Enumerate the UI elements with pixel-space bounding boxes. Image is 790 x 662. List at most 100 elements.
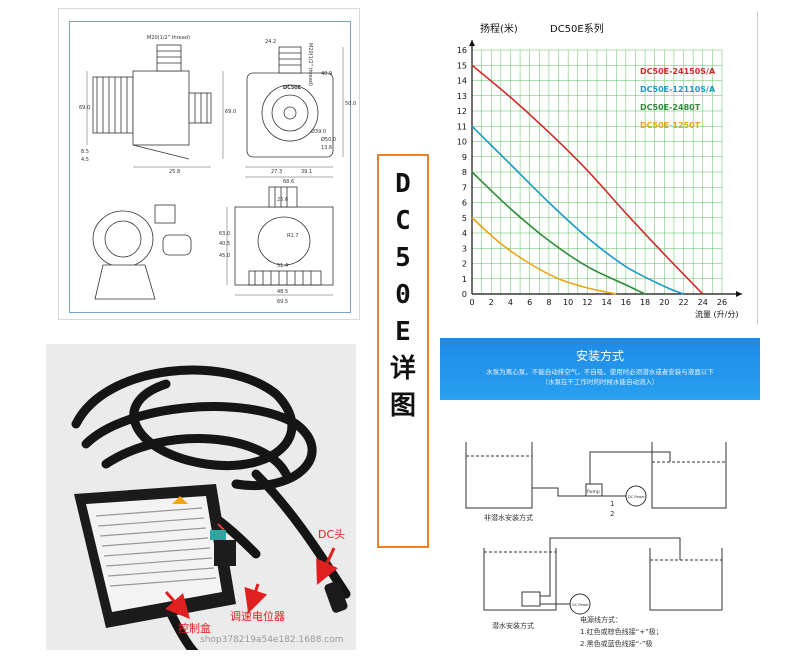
series-line-2 (471, 171, 646, 295)
caption-bottom: 潜水安装方式 (492, 621, 534, 630)
dimension-drawing: M20(1/2" thread) M20(1/2" thread) 69.0 6… (79, 35, 356, 305)
label-control-box: 控制盒 (178, 621, 211, 635)
dim-plan-inner: R1.7 (287, 233, 298, 239)
y-tick-label: 11 (457, 122, 467, 131)
x-tick-label: 26 (717, 298, 727, 307)
x-tick-label: 4 (508, 298, 513, 307)
power-label-bottom: DC Power (572, 603, 589, 607)
install-title: 安装方式 (575, 349, 624, 363)
power-label-top: DC Power (628, 495, 645, 499)
install-banner: 安装方式 水泵为离心泵，不能自动排空气，不自吸，使用时必须潜水或者安装与液面以下… (440, 338, 760, 400)
wire-num-2: 2 (610, 510, 614, 518)
label-dc: DC头 (318, 528, 345, 541)
legend-entry-3: DC50E-1250T (640, 121, 701, 130)
dim-plan-left-1: 40.5 (219, 241, 230, 247)
wire-num-1: 1 (610, 500, 614, 508)
dim-left-3: 8.5 (81, 149, 89, 155)
control-box (74, 484, 236, 628)
x-tick-label: 22 (678, 298, 688, 307)
dim-top-2: 40.9 (321, 71, 332, 77)
x-tick-label: 14 (602, 298, 612, 307)
arrow-dc-plug (316, 547, 338, 585)
dim-right-1: Ø39.0 (311, 128, 326, 135)
legend-entry-2: DC50E-2480T (640, 103, 701, 112)
dim-plan-left-2: 45.0 (219, 253, 230, 259)
series-line-3 (471, 217, 617, 295)
model-label-char: 详 (389, 354, 416, 384)
y-tick-label: 4 (462, 229, 467, 238)
series-line-0 (471, 64, 704, 295)
dim-plan-bottom-3: 48.5 (277, 289, 288, 295)
tank-right-top (651, 442, 727, 509)
y-axis-arrow (469, 40, 475, 46)
dim-front-bottom-2: 39.1 (301, 169, 312, 175)
legend-entry-0: DC50E-24150S/A (640, 67, 716, 76)
pump-3d-body (92, 210, 154, 268)
arrow-potentiometer (244, 583, 268, 614)
model-label-char: 0 (395, 280, 411, 310)
brand-mark: DC50E (283, 85, 302, 91)
install-note-1: 水泵为离心泵，不能自动排空气，不自吸，使用时必须潜水或者安装与液面以下 (486, 368, 714, 376)
potentiometer-knob (210, 523, 236, 566)
chart-xlabel: 流量 (升/分) (695, 309, 738, 319)
dim-front-bottom-1: 27.3 (271, 169, 282, 175)
x-tick-label: 8 (546, 298, 551, 307)
dim-top-1: 24.2 (265, 39, 276, 45)
y-tick-label: 12 (457, 107, 467, 116)
drawing-frame (69, 21, 351, 313)
wiring-line-1: 1.红色或棕色线接“+”极； (580, 627, 663, 636)
wiring-line-2: 2.黑色或蓝色线接“-”极 (580, 639, 652, 648)
series-line-1 (471, 125, 684, 295)
label-potentiometer: 调速电位器 (230, 609, 285, 623)
dim-left-1: 69.0 (225, 109, 236, 115)
pump-top (585, 483, 603, 497)
x-tick-label: 24 (698, 298, 708, 307)
x-tick-label: 18 (640, 298, 650, 307)
installation-panel: 安装方式 水泵为离心泵，不能自动排空气，不自吸，使用时必须潜水或者安装与液面以下… (440, 338, 760, 656)
y-tick-label: 5 (462, 214, 467, 223)
y-tick-label: 6 (462, 199, 467, 208)
x-tick-label: 2 (489, 298, 494, 307)
dim-front-bottom-3: 68.6 (283, 179, 294, 185)
chart-ylabel: 扬程(米) (480, 22, 518, 35)
y-tick-label: 3 (462, 244, 467, 253)
dim-plan-left-3: 63.0 (219, 231, 230, 237)
x-tick-label: 0 (469, 298, 474, 307)
pump-body-plan (234, 206, 334, 286)
pump-label: Pump (587, 489, 600, 495)
pump-body-side (132, 70, 190, 146)
dim-plan-top: 25.6 (277, 197, 288, 203)
install-diagram: 非潜水安装方式 潜水安装方式 Pump DC Power DC Power 1 … (465, 442, 727, 648)
y-tick-label: 16 (457, 46, 467, 55)
watermark: shop378219a54e182.1688.com (200, 635, 344, 645)
outlet-thread-front (278, 46, 302, 74)
y-tick-label: 1 (462, 275, 467, 284)
dim-top-3: 50.0 (345, 101, 356, 107)
x-axis-arrow (736, 291, 742, 297)
caption-top: 非潜水安装方式 (484, 513, 533, 522)
model-label-char: 5 (395, 243, 411, 273)
model-label-char: D (395, 169, 411, 199)
y-tick-label: 0 (462, 290, 467, 299)
y-tick-label: 13 (457, 92, 467, 101)
dim-left-2: 69.0 (79, 105, 90, 111)
dim-right-3: 13.6 (321, 145, 332, 151)
dim-plan-bottom-2: 69.5 (277, 299, 288, 305)
model-label-char: 图 (389, 391, 416, 421)
x-tick-label: 12 (582, 298, 592, 307)
arrow-control-box (164, 591, 190, 619)
dim-left-4: 4.5 (81, 157, 89, 163)
y-tick-label: 9 (462, 153, 467, 162)
y-tick-label: 15 (457, 61, 467, 70)
motor-fins-side (92, 76, 134, 134)
outlet-thread-side (156, 44, 182, 72)
dim-left-5: 25.8 (169, 169, 180, 175)
legend-entry-1: DC50E-12110S/A (640, 85, 716, 94)
tank-left-top (465, 442, 533, 509)
x-tick-label: 6 (527, 298, 532, 307)
model-label-char: C (395, 206, 411, 236)
y-tick-label: 7 (462, 183, 467, 192)
